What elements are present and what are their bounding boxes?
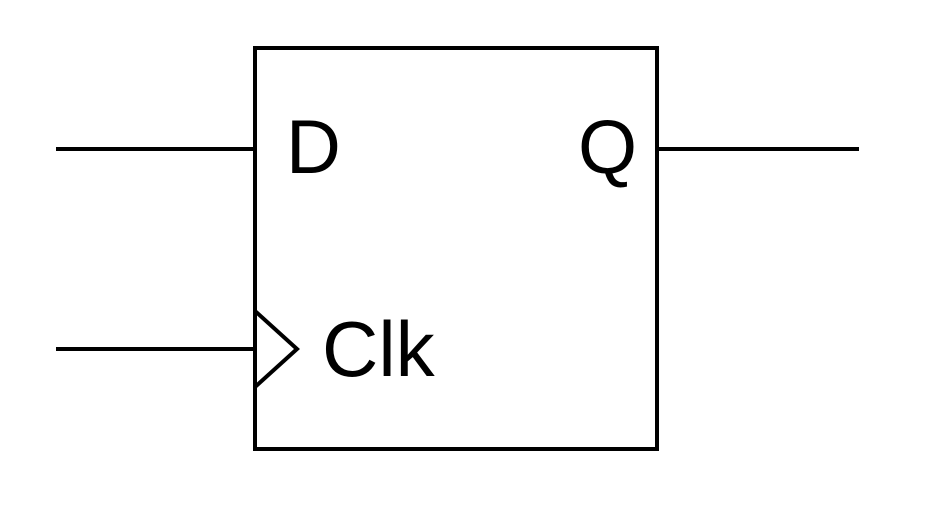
q-output-label: Q bbox=[578, 105, 637, 190]
flip-flop-body bbox=[253, 46, 659, 451]
d-input-label: D bbox=[286, 105, 341, 190]
clk-input-label: Clk bbox=[322, 305, 436, 393]
clock-edge-triangle bbox=[253, 309, 300, 389]
